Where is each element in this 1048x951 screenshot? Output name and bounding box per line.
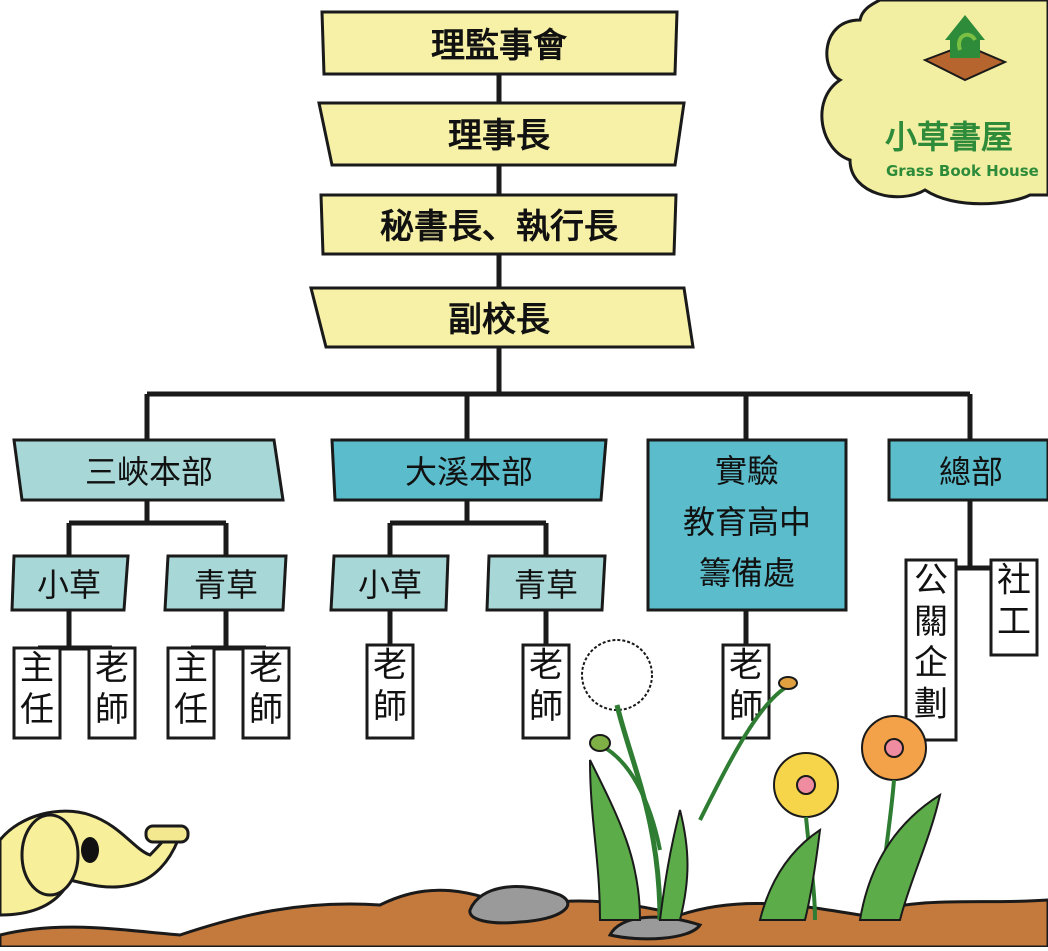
node-daxi-division: 大溪本部	[330, 438, 608, 502]
node-chairman: 理事長	[317, 101, 686, 167]
dandelion-plant	[581, 639, 798, 921]
node-experimental-highschool: 實驗 教育高中 籌備處	[646, 438, 848, 612]
node-sanxia-xiaocao: 小草	[10, 554, 130, 612]
vtext: 老師	[249, 648, 283, 729]
node-headquarters: 總部	[887, 438, 1048, 502]
vtext: 主任	[20, 648, 54, 729]
svg-text:理事長: 理事長	[448, 116, 551, 156]
logo-name-zh: 小草書屋	[885, 118, 1013, 156]
vtext: 老師	[729, 645, 763, 726]
leaf-sanxia-xiaocao-director: 主任	[12, 646, 62, 740]
svg-text:大溪本部: 大溪本部	[405, 453, 533, 491]
node-daxi-xiaocao: 小草	[329, 554, 450, 612]
vtext: 公關企劃	[914, 560, 948, 724]
node-daxi-qingcao: 青草	[485, 554, 607, 612]
leaf-daxi-qingcao-teacher: 老師	[521, 643, 571, 740]
vtext: 老師	[373, 645, 407, 726]
logo-cloud	[820, 0, 1048, 206]
elephant-illustration	[0, 809, 190, 917]
svg-text:秘書長、執行長: 秘書長、執行長	[380, 207, 619, 247]
leaf-sanxia-qingcao-director: 主任	[166, 646, 216, 740]
node-vice-principal: 副校長	[309, 286, 695, 349]
leaf-experimental-teacher: 老師	[721, 643, 771, 740]
leaf-sanxia-qingcao-teacher: 老師	[241, 646, 291, 740]
leaf-hq-social-worker: 社工	[989, 558, 1039, 657]
svg-text:籌備處: 籌備處	[699, 554, 795, 592]
vtext: 老師	[95, 648, 129, 729]
leaf-sanxia-xiaocao-teacher: 老師	[87, 646, 137, 740]
node-secretary-general: 秘書長、執行長	[319, 193, 678, 256]
svg-text:副校長: 副校長	[448, 300, 551, 340]
svg-text:小草: 小草	[37, 566, 101, 604]
leaf-daxi-xiaocao-teacher: 老師	[365, 643, 415, 740]
node-sanxia-division: 三峽本部	[12, 438, 285, 502]
logo: 小草書屋 Grass Book House	[820, 0, 1048, 206]
node-sanxia-qingcao: 青草	[163, 554, 288, 612]
svg-text:青草: 青草	[514, 566, 578, 604]
svg-text:教育高中: 教育高中	[683, 503, 811, 541]
leaf-hq-pr: 公關企劃	[904, 558, 958, 742]
svg-text:實驗: 實驗	[715, 452, 779, 490]
vtext: 老師	[529, 645, 563, 726]
vtext: 主任	[174, 648, 208, 729]
svg-text:青草: 青草	[194, 566, 258, 604]
flower-orange	[758, 715, 942, 921]
book-house-icon	[922, 15, 1008, 82]
vtext: 社工	[997, 560, 1031, 641]
svg-text:三峽本部: 三峽本部	[85, 453, 213, 491]
svg-text:總部: 總部	[939, 453, 1003, 491]
logo-name-en: Grass Book House	[886, 162, 1039, 180]
svg-text:理監事會: 理監事會	[431, 26, 568, 66]
node-board: 理監事會	[320, 10, 679, 76]
svg-text:小草: 小草	[358, 566, 422, 604]
